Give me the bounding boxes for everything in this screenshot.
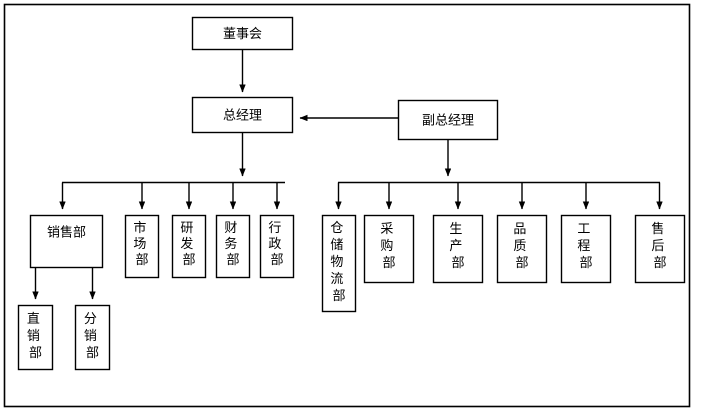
node-production-box[interactable]: [432, 214, 484, 284]
node-warehouse-char-2: 储: [330, 238, 343, 253]
node-admin-box[interactable]: [259, 214, 295, 279]
node-warehouse-char-5: 部: [332, 289, 345, 304]
node-rnd-char-3: 部: [182, 253, 195, 268]
node-general-manager-box[interactable]: [191, 96, 294, 134]
node-distribution-char-3: 部: [86, 346, 99, 361]
node-quality-label: 品 质 部: [513, 222, 530, 271]
node-purchasing-label: 采 购 部: [380, 222, 397, 271]
node-deputy-general-manager-box[interactable]: [397, 99, 499, 141]
node-deputy-general-manager-label: 副总经理: [422, 114, 474, 129]
node-rnd-label: 研 发 部: [180, 221, 197, 268]
node-after-sales-label: 售 后 部: [651, 221, 668, 271]
node-production-label: 生 产 部: [449, 222, 466, 271]
node-production[interactable]: 生 产 部: [432, 214, 484, 284]
node-finance-char-1: 财: [224, 221, 237, 236]
node-purchasing-box[interactable]: [363, 214, 415, 284]
node-engineering-char-2: 程: [577, 239, 590, 254]
node-sales[interactable]: 销售部: [29, 214, 104, 269]
node-after-sales-char-1: 售: [651, 221, 664, 237]
node-rnd-char-1: 研: [180, 221, 193, 236]
node-distribution-box[interactable]: [74, 304, 111, 371]
node-admin-label: 行 政 部: [268, 221, 285, 268]
node-market-label: 市 场 部: [133, 220, 150, 268]
node-quality-char-2: 质: [513, 239, 526, 254]
node-direct-sales[interactable]: 直 销 部: [17, 304, 54, 371]
node-engineering-char-1: 工: [577, 222, 590, 237]
node-finance-label: 财 务 部: [224, 221, 241, 268]
node-quality[interactable]: 品 质 部: [496, 214, 548, 284]
node-purchasing-char-3: 部: [382, 256, 395, 271]
node-warehouse-logistics-label: 仓 储 物 流 部: [330, 221, 347, 304]
node-market-char-1: 市: [133, 220, 146, 236]
node-warehouse-char-1: 仓: [330, 221, 343, 236]
node-direct-sales-char-2: 销: [27, 329, 40, 344]
node-direct-sales-char-3: 部: [29, 346, 42, 361]
node-rnd-box[interactable]: [171, 214, 207, 279]
node-finance-box[interactable]: [215, 214, 251, 279]
node-production-char-1: 生: [449, 222, 462, 237]
node-direct-sales-label: 直 销 部: [27, 312, 44, 361]
node-quality-box[interactable]: [496, 214, 548, 284]
node-board-label: 董事会: [223, 27, 262, 42]
node-quality-char-1: 品: [513, 222, 526, 237]
node-purchasing-char-1: 采: [380, 222, 393, 237]
node-board-box[interactable]: [191, 16, 294, 51]
node-finance-char-2: 务: [224, 236, 237, 252]
node-direct-sales-char-1: 直: [27, 312, 40, 327]
node-market[interactable]: 市 场 部: [124, 214, 160, 279]
node-deputy-general-manager[interactable]: 副总经理: [397, 99, 499, 141]
node-sales-box[interactable]: [29, 214, 104, 269]
node-distribution-char-1: 分: [84, 312, 97, 327]
node-admin-char-2: 政: [268, 237, 281, 252]
node-market-char-3: 部: [135, 253, 148, 268]
node-rnd-char-2: 发: [180, 236, 193, 252]
node-admin-char-1: 行: [268, 221, 281, 236]
node-engineering-char-3: 部: [579, 256, 592, 271]
node-distribution[interactable]: 分 销 部: [74, 304, 111, 371]
node-admin-char-3: 部: [270, 253, 283, 268]
node-engineering[interactable]: 工 程 部: [560, 214, 612, 284]
node-after-sales[interactable]: 售 后 部: [634, 214, 686, 284]
node-general-manager-label: 总经理: [223, 109, 262, 124]
node-warehouse-logistics[interactable]: 仓 储 物 流 部: [321, 214, 357, 313]
node-general-manager[interactable]: 总经理: [191, 96, 294, 134]
node-finance-char-3: 部: [226, 253, 239, 268]
node-market-char-2: 场: [133, 237, 146, 252]
node-rnd[interactable]: 研 发 部: [171, 214, 207, 279]
node-after-sales-box[interactable]: [634, 214, 686, 284]
node-admin[interactable]: 行 政 部: [259, 214, 295, 279]
node-sales-label: 销售部: [47, 225, 86, 241]
node-quality-char-3: 部: [515, 256, 528, 271]
node-engineering-label: 工 程 部: [577, 222, 594, 271]
node-market-box[interactable]: [124, 214, 160, 279]
node-warehouse-char-3: 物: [330, 255, 343, 270]
node-distribution-char-2: 销: [84, 329, 97, 344]
node-engineering-box[interactable]: [560, 214, 612, 284]
node-finance[interactable]: 财 务 部: [215, 214, 251, 279]
node-after-sales-char-2: 后: [651, 239, 664, 254]
node-direct-sales-box[interactable]: [17, 304, 54, 371]
node-warehouse-logistics-box[interactable]: [321, 214, 357, 313]
node-after-sales-char-3: 部: [653, 256, 666, 271]
node-board[interactable]: 董事会: [191, 16, 294, 51]
node-warehouse-char-4: 流: [330, 272, 343, 287]
node-distribution-label: 分 销 部: [84, 312, 101, 361]
diagram-frame: [3, 3, 691, 408]
node-production-char-3: 部: [451, 256, 464, 271]
node-production-char-2: 产: [449, 239, 462, 254]
node-purchasing-char-2: 购: [380, 238, 393, 254]
node-purchasing[interactable]: 采 购 部: [363, 214, 415, 284]
